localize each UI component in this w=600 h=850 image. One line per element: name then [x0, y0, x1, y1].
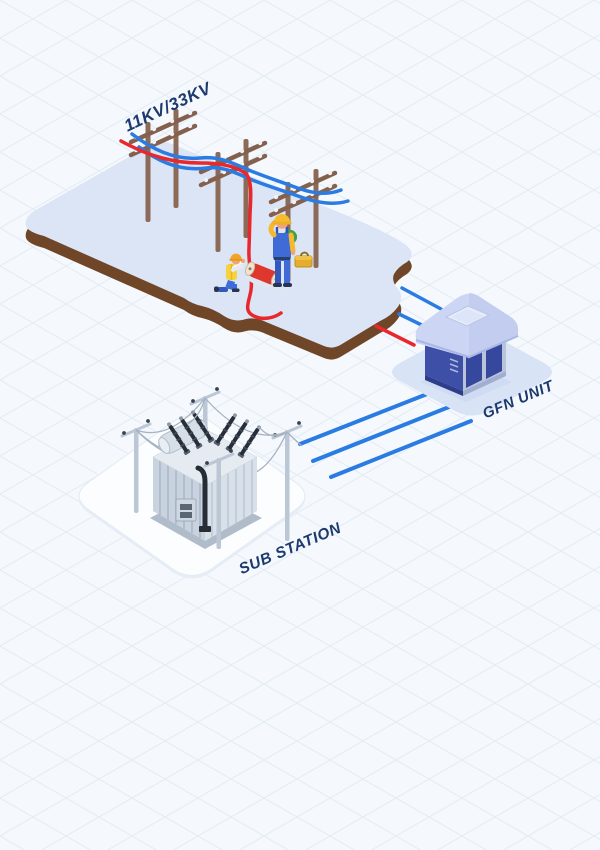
power-line-red: [119, 139, 283, 321]
lineworker-kneeling: [214, 253, 245, 296]
gfn-cabinet: [415, 293, 519, 396]
substation-node: [78, 387, 306, 579]
transformer: [150, 408, 264, 549]
hard-hat: [230, 253, 242, 259]
conduit: [195, 465, 208, 531]
toolbox: [294, 251, 313, 268]
substation-drop-wires: [187, 397, 288, 437]
roof-eave: [415, 335, 519, 359]
gfn-unit-node: [374, 286, 552, 416]
blue-cable: [298, 385, 447, 446]
control-panel: [180, 512, 192, 518]
conduit-foot: [199, 526, 211, 532]
blue-cable: [311, 401, 461, 463]
connection-substation-to-gfn: [298, 385, 473, 479]
hard-hat: [274, 214, 290, 222]
roof-skylight-inner: [451, 309, 484, 324]
substation-masts: [120, 387, 303, 541]
connection-land-to-gfn-red: [374, 324, 416, 347]
overalls: [273, 233, 291, 261]
overhead-lines-node: [25, 109, 412, 360]
cable-reel: [244, 261, 282, 290]
lineworker-standing: [268, 214, 313, 292]
cabinet-vent: [449, 358, 459, 373]
mast-front: [203, 449, 235, 549]
control-panel: [180, 504, 192, 510]
blue-cable: [329, 419, 473, 479]
